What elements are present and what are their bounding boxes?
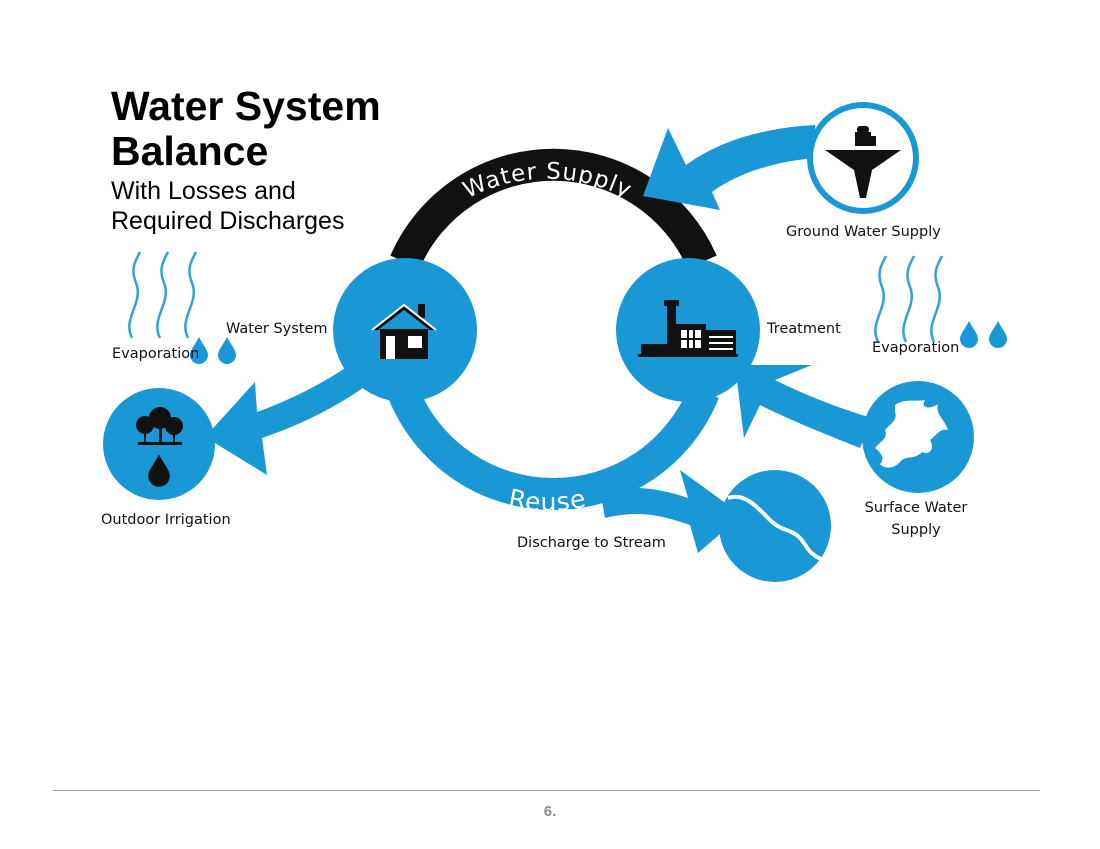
treatment-plant-icon	[638, 300, 738, 357]
svg-text:Reuse: Reuse	[506, 484, 589, 517]
discharge-arrow	[600, 470, 742, 553]
vapor-icon	[930, 254, 944, 344]
subtitle-line-2: Required Discharges	[111, 207, 345, 235]
droplet-icon	[989, 321, 1007, 348]
title-line-1: Water System	[111, 83, 381, 129]
droplet-icon	[218, 337, 236, 364]
left-evaporation-vapor	[128, 250, 198, 340]
water-system-label: Water System	[226, 321, 328, 337]
well-icon	[825, 126, 901, 198]
subtitle-line-1: With Losses and	[111, 177, 296, 205]
treatment-label: Treatment	[767, 321, 841, 337]
ground-water-node	[807, 102, 919, 214]
vapor-icon	[128, 250, 142, 340]
treatment-node	[616, 258, 760, 402]
water-system-node	[333, 258, 477, 402]
stream-icon	[727, 494, 825, 562]
outdoor-irrigation-node	[103, 388, 215, 500]
trees-icon	[136, 407, 183, 445]
discharge-label: Discharge to Stream	[517, 535, 666, 551]
outdoor-irrigation-label: Outdoor Irrigation	[101, 512, 231, 528]
surface-water-arrow	[735, 365, 872, 448]
page-subtitle: With Losses and Required Discharges	[111, 176, 344, 236]
vapor-icon	[156, 250, 170, 340]
house-icon	[371, 303, 437, 359]
droplet-icon	[960, 321, 978, 348]
stream-node	[719, 470, 831, 582]
surface-water-label-line-2: Supply	[891, 522, 941, 538]
vapor-icon	[184, 250, 198, 340]
page-number: 6.	[543, 803, 557, 820]
ground-water-arrow	[643, 125, 815, 210]
reuse-arc	[388, 385, 719, 510]
surface-water-label: Surface Water Supply	[856, 497, 976, 541]
surface-water-node	[862, 381, 974, 493]
right-evaporation-vapor	[874, 254, 944, 344]
lake-icon	[875, 400, 948, 468]
vapor-icon	[874, 254, 888, 344]
evaporation-label-right: Evaporation	[872, 340, 960, 356]
ground-water-label: Ground Water Supply	[786, 224, 941, 240]
surface-water-label-line-1: Surface Water	[864, 500, 968, 516]
vapor-icon	[902, 254, 916, 344]
irrigation-arrow	[205, 365, 382, 475]
evaporation-label-left: Evaporation	[112, 346, 200, 362]
page-title: Water System Balance	[111, 84, 381, 174]
reuse-label: Reuse	[506, 484, 588, 517]
footer-divider	[53, 790, 1040, 791]
water-supply-arc	[390, 148, 717, 269]
title-line-2: Balance	[111, 128, 269, 174]
